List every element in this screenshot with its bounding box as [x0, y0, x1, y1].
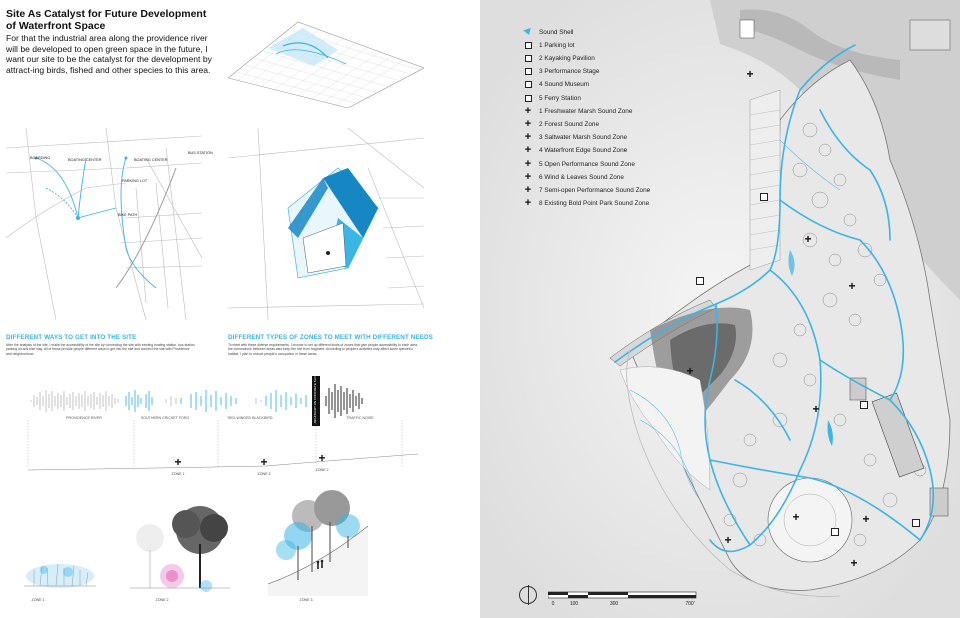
- plan-square-museum: [860, 401, 868, 409]
- legend-row: 4 Sound Museum: [521, 79, 589, 91]
- map-label-boarding: BOARDING: [30, 156, 51, 160]
- section-text-zones: To meet with these diverse requirements,…: [228, 343, 418, 356]
- legend-row: +7 Semi-open Performance Sound Zone: [521, 184, 650, 196]
- legend-label: 2 Kayaking Pavilion: [539, 54, 595, 62]
- legend-label: 5 Open Performance Sound Zone: [539, 160, 635, 168]
- plan-marker-zone-1: +: [812, 402, 820, 416]
- plan-marker-zone-7: +: [850, 556, 858, 570]
- illustration-label-zone-3: ZONE 3: [299, 598, 313, 602]
- legend-row: Sound Shell: [521, 26, 573, 38]
- plan-marker-zone-4: +: [724, 533, 732, 547]
- legend-row: +6 Wind & Leaves Sound Zone: [521, 171, 624, 183]
- map-label-boating-center-2: BOATING CENTER: [134, 158, 168, 162]
- legend-row: 1 Parking lot: [521, 39, 575, 51]
- intro-text: For that the industrial area along the p…: [6, 33, 212, 75]
- zone-label-2: ZONE 2: [315, 468, 329, 472]
- illustration-label-zone-1: ZONE 1: [31, 598, 45, 602]
- wave-label-blackbird: RED-WINGED BLACKBIRD: [227, 416, 273, 420]
- wave-label-cricket-frog: SOUTHERN CRICKET FORG: [140, 416, 190, 420]
- illustration-label-zone-2: ZONE 2: [155, 598, 169, 602]
- legend-row: 2 Kayaking Pavilion: [521, 52, 595, 64]
- legend-label: 6 Wind & Leaves Sound Zone: [539, 173, 624, 181]
- section-heading-zones: DIFFERENT TYPES OF ZONES TO MEET WITH DI…: [228, 334, 433, 341]
- zone-label-3: ZONE 3: [257, 472, 271, 476]
- legend-label: 5 Ferry Station: [539, 94, 581, 102]
- zone-1-illustration: [24, 563, 96, 588]
- wave-label-providence-river: PROVIDENCE RIVER: [66, 416, 102, 420]
- sound-zone-plus-icon: +: [524, 183, 532, 196]
- plan-square-parking: [760, 193, 768, 201]
- sound-zone-plus-icon: +: [524, 117, 532, 130]
- map-label-boating-center-1: BOATING CENTER: [68, 158, 102, 162]
- legend-label: 4 Sound Museum: [539, 81, 590, 89]
- access-map: [6, 128, 202, 320]
- plan-marker-zone-3: +: [686, 364, 694, 378]
- legend-row: +1 Freshwater Marsh Sound Zone: [521, 104, 633, 117]
- plan-square-kayaking: [696, 277, 704, 285]
- legend-row: 5 Ferry Station: [521, 92, 581, 104]
- zone-marker-2: +: [318, 451, 326, 465]
- zone-marker-3: +: [260, 455, 268, 469]
- sound-zone-plus-icon: +: [524, 144, 532, 157]
- building-square-icon: [521, 52, 535, 64]
- scale-tick-700: 700': [685, 601, 695, 607]
- zone-marker-1: +: [174, 455, 182, 469]
- sound-zone-plus-icon: +: [524, 104, 532, 117]
- sound-zone-plus-icon: +: [524, 131, 532, 144]
- plan-square-stage: [831, 528, 839, 536]
- perspective-grid-diagram: [228, 21, 424, 108]
- legend-label: 7 Semi-open Performance Sound Zone: [539, 186, 651, 194]
- zone-label-1: ZONE 1: [171, 472, 185, 476]
- map-label-bus-station: BUS STATION: [188, 151, 213, 155]
- scale-bar: [548, 591, 697, 599]
- legend-label: 1 Parking lot: [539, 41, 575, 49]
- plan-marker-zone-8: +: [746, 67, 754, 81]
- scale-tick-0: 0: [551, 601, 555, 607]
- building-square-icon: [521, 39, 535, 51]
- soundscape-waveforms: [27, 376, 418, 471]
- plan-marker-zone-2: +: [804, 232, 812, 246]
- zones-map: [228, 128, 424, 320]
- legend-label: Sound Shell: [539, 28, 574, 36]
- plan-square-ferry: [912, 519, 920, 527]
- legend-row: +4 Waterfront Edge Sound Zone: [521, 145, 627, 157]
- site-plan: [480, 0, 960, 618]
- section-text-ways: After the analysis of the site, I make t…: [6, 343, 196, 356]
- legend-row: +2 Forest Sound Zone: [521, 118, 599, 130]
- boundary-label: BOUNDARY ON CONCRETE SLOPE: [313, 372, 317, 423]
- legend-label: 2 Forest Sound Zone: [539, 120, 600, 128]
- legend-label: 3 Performance Stage: [539, 68, 600, 76]
- legend-label: 8 Existing Bold Point Park Sound Zone: [539, 200, 650, 208]
- legend-label: 1 Freshwater Marsh Sound Zone: [539, 107, 633, 115]
- legend-row: +5 Open Performance Sound Zone: [521, 158, 635, 170]
- sound-zone-plus-icon: +: [524, 197, 532, 210]
- plan-marker-zone-forest: +: [848, 279, 856, 293]
- building-square-icon: [521, 92, 535, 104]
- sound-shell-icon: [521, 26, 535, 38]
- scale-tick-300: 300: [609, 601, 619, 607]
- page-title: Site As Catalyst for Future Development …: [6, 8, 207, 32]
- map-label-parking-lot: PARKING LOT: [122, 179, 148, 183]
- legend-row: +3 Saltwater Marsh Sound Zone: [521, 132, 627, 144]
- building-square-icon: [521, 79, 535, 91]
- sound-zone-plus-icon: +: [524, 157, 532, 170]
- north-arrow: [519, 585, 537, 605]
- zone-2-illustration: [130, 506, 230, 592]
- legend-label: 3 Saltwater Marsh Sound Zone: [539, 134, 628, 142]
- scale-tick-100: 100: [569, 601, 579, 607]
- section-heading-ways: DIFFERENT WAYS TO GET INTO THE SITE: [6, 334, 137, 341]
- legend-row: +8 Existing Bold Point Park Sound Zone: [521, 198, 649, 210]
- wave-label-traffic-noise: TRAFFIC NOISE: [346, 416, 374, 420]
- map-label-bike-path: BIKE PATH: [118, 213, 138, 217]
- sound-zone-plus-icon: +: [524, 170, 532, 183]
- legend-row: 3 Performance Stage: [521, 66, 599, 78]
- building-square-icon: [521, 66, 535, 78]
- plan-marker-zone-6: +: [862, 512, 870, 526]
- plan-marker-zone-5: +: [792, 510, 800, 524]
- zone-3-illustration: [268, 490, 368, 596]
- legend-label: 4 Waterfront Edge Sound Zone: [539, 147, 628, 155]
